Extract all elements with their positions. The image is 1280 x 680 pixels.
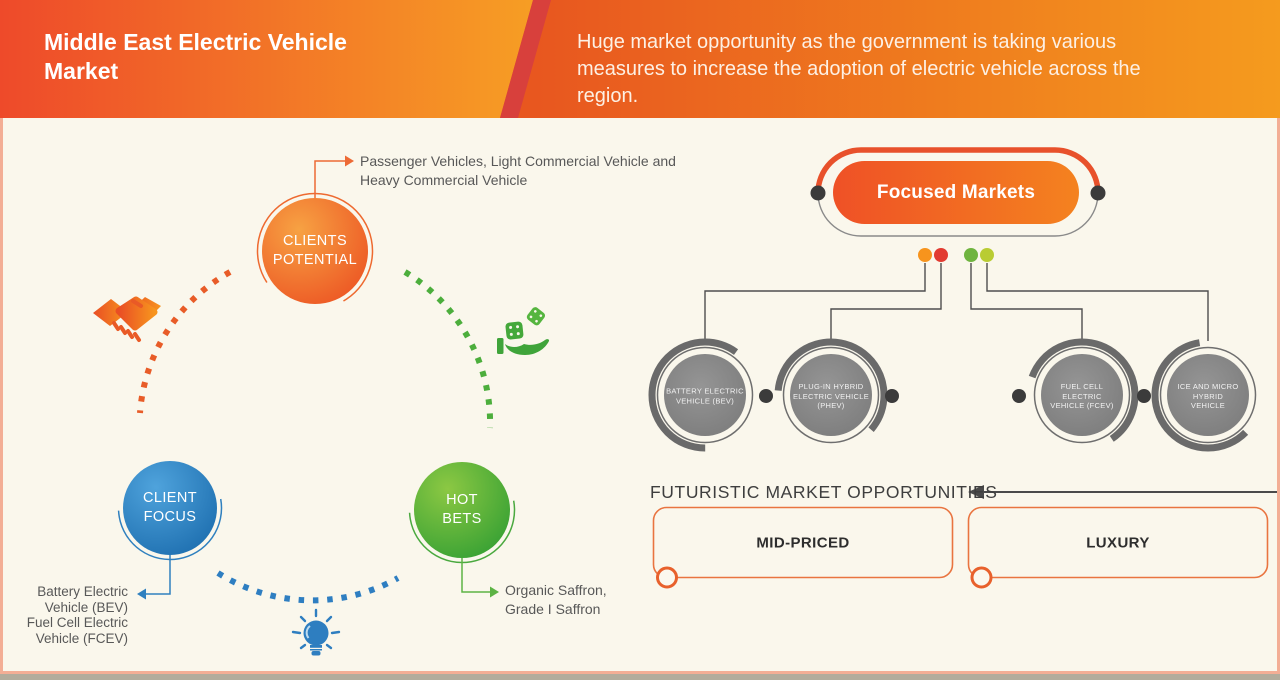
legend-dots	[918, 248, 994, 262]
page-subtitle: Huge market opportunity as the governmen…	[577, 31, 1141, 107]
segment-circle-bev	[648, 338, 762, 452]
segment-label-bev: BATTERY ELECTRIC VEHICLE (BEV)	[666, 386, 744, 406]
focused-markets-label: Focused Markets	[876, 181, 1036, 203]
segment-circle-phev	[774, 338, 888, 452]
mid-priced-label: MID-PRICED	[756, 534, 850, 552]
frame-left-edge	[0, 118, 3, 674]
frame-bottom-edge	[0, 671, 1280, 674]
segment-circle-ice	[1151, 338, 1265, 452]
note-client-focus: Battery Electric Vehicle (BEV) Fuel Cell…	[26, 584, 128, 646]
lightbulb-icon	[291, 608, 341, 656]
frame-right-edge	[1277, 118, 1280, 674]
dice-hand-icon	[497, 307, 550, 355]
futuristic-arrow	[968, 485, 1280, 499]
dotted-arc-green	[403, 269, 494, 429]
opportunity-box-mid-priced	[652, 506, 954, 589]
segment-circle-fcev	[1025, 338, 1139, 452]
note-clients-potential: Passenger Vehicles, Light Commercial Veh…	[360, 153, 676, 188]
separator-dots	[759, 389, 1151, 403]
client-focus-bubble	[117, 455, 223, 600]
hot-bets-bubble	[408, 456, 516, 598]
luxury-label: LUXURY	[1086, 534, 1150, 552]
client-focus-label: CLIENT FOCUS	[143, 490, 197, 525]
header-banner: Middle East Electric Vehicle Market Huge…	[0, 0, 1280, 118]
frame-base-strip	[0, 674, 1280, 680]
box-corner-ring-icon	[656, 566, 678, 589]
dotted-arc-blue	[216, 570, 400, 604]
segment-label-phev: PLUG-IN HYBRID ELECTRIC VEHICLE (PHEV)	[792, 381, 870, 410]
box-corner-ring-icon	[970, 566, 993, 589]
opportunity-box-luxury	[967, 506, 1269, 589]
clients-potential-label: CLIENTS POTENTIAL	[272, 233, 358, 268]
segment-label-ice: ICE AND MICRO HYBRID VEHICLE	[1177, 381, 1239, 410]
dot-yellow	[980, 248, 994, 262]
futuristic-heading: FUTURISTIC MARKET OPPORTUNITIES	[650, 482, 998, 502]
note-hot-bets: Organic Saffron, Grade I Saffron	[505, 582, 607, 617]
header-left-wedge	[0, 0, 533, 118]
clients-potential-bubble	[256, 155, 374, 310]
dot-green	[964, 248, 978, 262]
hot-bets-label: HOT BETS	[442, 492, 482, 527]
dot-orange	[918, 248, 932, 262]
focused-markets-pill	[810, 147, 1106, 237]
dot-red	[934, 248, 948, 262]
dotted-arc-orange	[137, 269, 232, 414]
tree-connectors	[704, 263, 1209, 341]
handshake-icon	[93, 296, 161, 342]
page-title: Middle East Electric Vehicle Market	[44, 29, 347, 84]
segment-label-fcev: FUEL CELL ELECTRIC VEHICLE (FCEV)	[1050, 381, 1114, 410]
